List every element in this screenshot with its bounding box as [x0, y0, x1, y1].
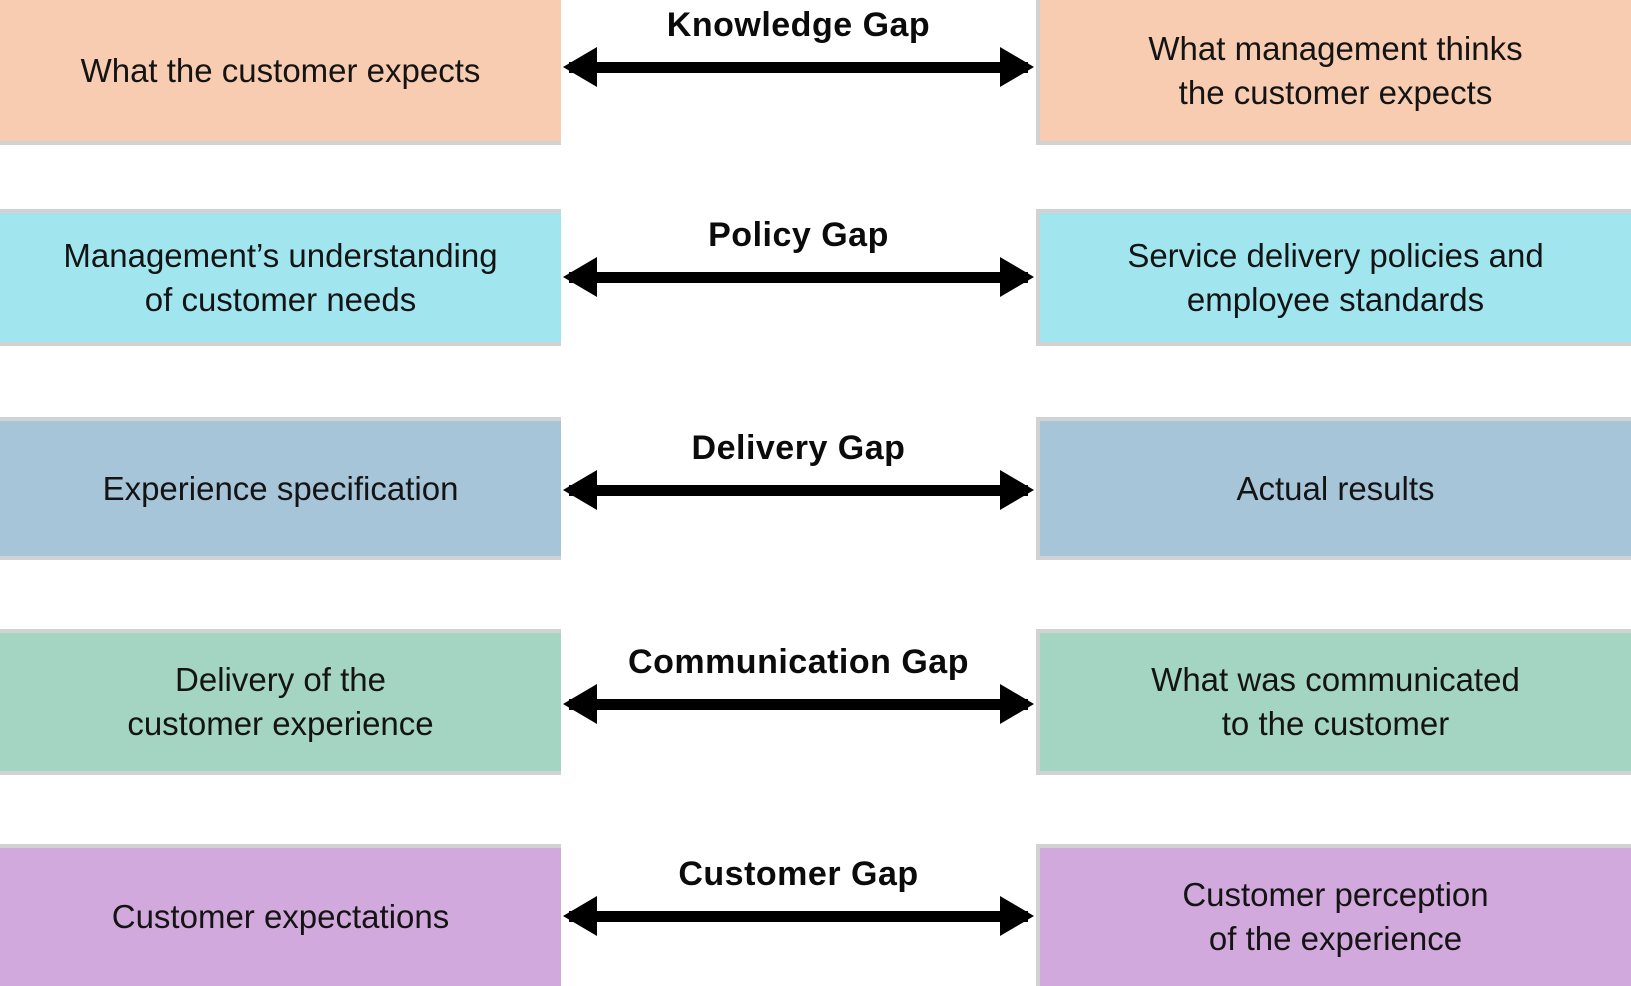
right-box-text: Service delivery policies and employee s…	[1127, 236, 1544, 318]
left-box-communication-gap: Delivery of the customer experience	[0, 629, 561, 775]
arrow-line	[569, 698, 1028, 710]
right-box-text: What management thinks the customer expe…	[1148, 29, 1523, 111]
left-box-text: What the customer expects	[80, 51, 481, 89]
arrow-line	[569, 910, 1028, 922]
left-box-text: Customer expectations	[111, 898, 450, 935]
right-box-knowledge-gap: What management thinks the customer expe…	[1036, 0, 1631, 145]
arrowhead-right-icon	[1000, 896, 1034, 936]
right-box-communication-gap: What was communicated to the customer	[1036, 629, 1631, 775]
gap-label: Customer Gap	[678, 855, 919, 893]
delivery-gap-arrow-group: Delivery Gap	[563, 426, 1034, 510]
right-box-delivery-gap: Actual results	[1036, 417, 1631, 560]
arrowhead-right-icon	[1000, 684, 1034, 724]
arrow-line	[569, 61, 1028, 73]
right-box-customer-gap: Customer perception of the experience	[1036, 844, 1631, 986]
arrowhead-right-icon	[1000, 470, 1034, 510]
left-box-knowledge-gap: What the customer expects	[0, 0, 561, 145]
right-box-text: Actual results	[1236, 469, 1435, 507]
double-arrow	[563, 684, 1034, 724]
left-box-delivery-gap: Experience specification	[0, 417, 561, 560]
double-arrow	[563, 896, 1034, 936]
arrowhead-right-icon	[1000, 47, 1034, 87]
left-box-customer-gap: Customer expectations	[0, 844, 561, 986]
right-box-policy-gap: Service delivery policies and employee s…	[1036, 209, 1631, 346]
left-box-text: Management’s understanding of customer n…	[63, 236, 498, 318]
left-box-text: Delivery of the customer experience	[127, 661, 434, 742]
double-arrow	[563, 257, 1034, 297]
double-arrow	[563, 470, 1034, 510]
policy-gap-arrow-group: Policy Gap	[563, 213, 1034, 297]
arrow-line	[569, 484, 1028, 496]
left-box-text: Experience specification	[102, 469, 459, 507]
gap-label: Policy Gap	[708, 216, 889, 254]
knowledge-gap-arrow-group: Knowledge Gap	[563, 3, 1034, 87]
right-box-text: Customer perception of the experience	[1182, 876, 1489, 957]
customer-gap-arrow-group: Customer Gap	[563, 852, 1034, 936]
left-box-policy-gap: Management’s understanding of customer n…	[0, 209, 561, 346]
communication-gap-arrow-group: Communication Gap	[563, 640, 1034, 724]
gap-label: Communication Gap	[628, 643, 969, 681]
arrow-line	[569, 271, 1028, 283]
right-box-text: What was communicated to the customer	[1151, 661, 1520, 742]
gap-label: Knowledge Gap	[666, 6, 931, 44]
arrowhead-right-icon	[1000, 257, 1034, 297]
double-arrow	[563, 47, 1034, 87]
gap-label: Delivery Gap	[691, 429, 906, 467]
